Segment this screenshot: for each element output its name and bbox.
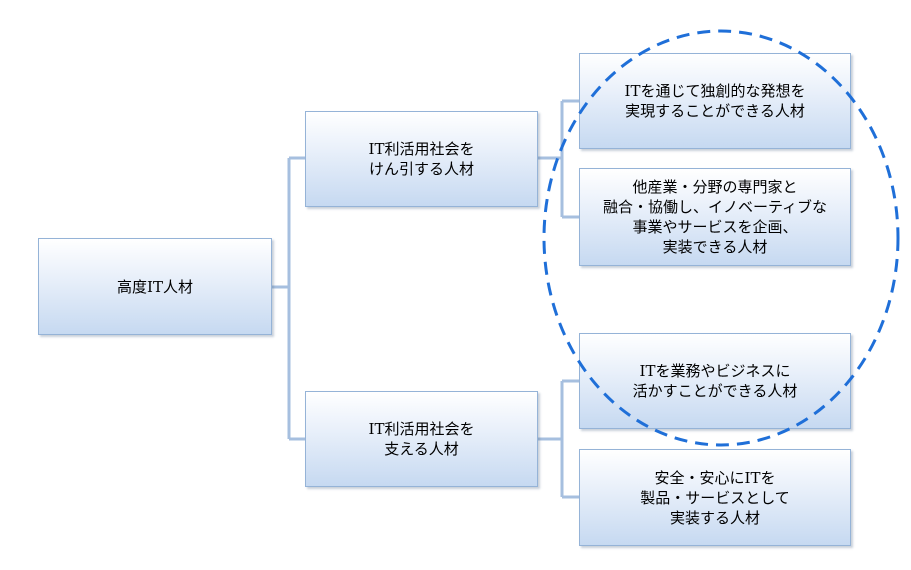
node-label-line: 実装できる人材: [662, 238, 768, 256]
node-safe-implementation: 安全・安心にITを 製品・サービスとして 実装する人材: [579, 449, 851, 546]
node-label-line: 他産業・分野の専門家と: [632, 178, 798, 196]
node-label-line: 製品・サービスとして: [640, 488, 790, 507]
node-label-line: ITを通じて独創的な発想を: [624, 82, 806, 100]
node-label-line: ITを業務やビジネスに: [639, 362, 791, 380]
node-label-line: 高度IT人材: [117, 277, 193, 296]
node-label-line: 安全・安心にITを: [654, 468, 776, 487]
node-innovative-business: 他産業・分野の専門家と 融合・協働し、イノベーティブな 事業やサービスを企画、 …: [579, 168, 851, 266]
node-advanced-it-talent: 高度IT人材: [38, 238, 272, 335]
node-label-line: IT利活用社会を: [368, 140, 475, 158]
node-label-line: 活かすことができる人材: [632, 382, 798, 400]
node-label-line: 実装する人材: [669, 508, 760, 527]
node-leading-it-society: IT利活用社会を けん引する人材: [305, 111, 538, 207]
node-business-utilization: ITを業務やビジネスに 活かすことができる人材: [579, 333, 851, 429]
node-creative-ideas: ITを通じて独創的な発想を 実現することができる人材: [579, 53, 851, 149]
node-label-line: IT利活用社会を: [368, 420, 475, 438]
node-supporting-it-society: IT利活用社会を 支える人材: [305, 391, 538, 487]
node-label-line: 実現することができる人材: [625, 102, 805, 120]
node-label-line: 融合・協働し、イノベーティブな: [602, 198, 828, 216]
node-label-line: 事業やサービスを企画、: [632, 218, 798, 236]
node-label-line: 支える人材: [384, 440, 459, 458]
node-label-line: けん引する人材: [368, 160, 474, 178]
